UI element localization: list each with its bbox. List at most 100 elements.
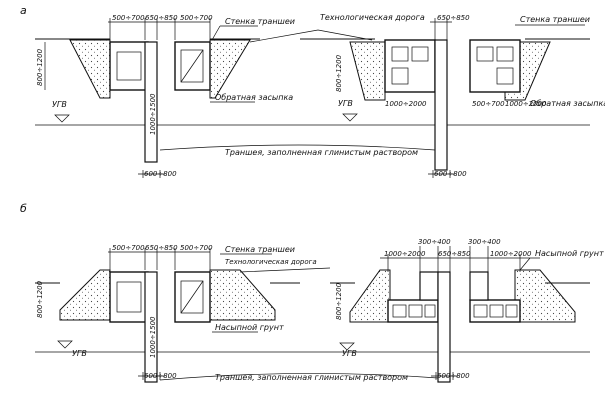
dim-a-right-vert: 800÷1200	[335, 54, 343, 92]
dim-a-left-2: 650÷850	[145, 14, 178, 22]
label-tech-road-b: Технологическая дорога	[225, 258, 317, 266]
label-wall-trench-a: Стенка траншеи	[225, 17, 295, 26]
ugv-triangle-a-left	[54, 114, 70, 123]
cell-a2-1	[391, 46, 409, 62]
dim-b-left-bottom: 600÷800	[144, 372, 177, 380]
block-right-diag-a	[180, 49, 204, 83]
dim-a-right-top: 650÷850	[437, 14, 470, 22]
dim-b-left-1: 500÷700	[112, 244, 145, 252]
block-right-inner-a	[180, 49, 204, 83]
leader-fill-soil-b-right	[519, 257, 531, 271]
dim-a-left-bottom: 600÷800	[144, 170, 177, 178]
block-left-a	[109, 41, 149, 91]
block-right-a	[174, 41, 211, 91]
cell-a2-3	[391, 67, 409, 85]
dim-a-left-1: 500÷700	[112, 14, 145, 22]
dim-a-right-mid-3: 1000÷2000	[505, 100, 547, 108]
slurry-wall-b-left	[144, 271, 158, 383]
ugv-label-a-right: УГВ	[338, 99, 353, 108]
label-fill-soil-b-right: Насыпной грунт	[535, 249, 604, 258]
cell-b2-1	[392, 304, 407, 318]
panel-b-letter: б	[20, 202, 27, 215]
label-tech-road-a: Технологическая дорога	[320, 13, 425, 22]
backfill-right-slope-a	[209, 39, 251, 99]
block-right-top-b2	[469, 271, 489, 301]
label-backfill-a: Обратная засыпка	[215, 93, 293, 102]
cell-a2-2	[411, 46, 429, 62]
dim-a-right-bottom-lines	[428, 170, 455, 178]
dim-b-right-vert: 800÷1200	[335, 282, 343, 320]
block-right-a2	[469, 39, 521, 93]
cell-b2-6	[505, 304, 518, 318]
dim-b-left-3: 500÷700	[180, 244, 213, 252]
dim-b-right-bottom: 600÷800	[437, 372, 470, 380]
panel-a-letter: а	[20, 4, 27, 17]
dim-b-left-vert2: 1000÷1500	[149, 316, 157, 358]
dim-chain-b-left	[108, 248, 211, 270]
dim-b-left-2: 650÷850	[145, 244, 178, 252]
ugv-triangle-b-right	[339, 342, 355, 351]
fill-right-slope-b2	[514, 269, 576, 323]
dim-a-left-vert: 800÷1200	[36, 48, 44, 86]
block-left-inner-a	[116, 51, 142, 81]
block-right-b2	[469, 299, 521, 323]
cell-a2-4	[476, 46, 494, 62]
dim-b-right-3: 650÷850	[438, 250, 471, 258]
label-wall-trench-b: Стенка траншеи	[225, 245, 295, 254]
ugv-label-b-right: УГВ	[342, 349, 357, 358]
dim-chain-a-left	[108, 18, 211, 40]
dim-a-left-3: 500÷700	[180, 14, 213, 22]
slurry-wall-a-right	[434, 39, 448, 171]
slurry-wall-a-left	[144, 41, 158, 163]
cell-b2-5	[489, 304, 504, 318]
fill-left-slope-b2	[349, 269, 391, 323]
dim-chain-b-right	[380, 246, 540, 272]
cell-b2-3	[424, 304, 436, 318]
ugv-triangle-b-left	[57, 340, 73, 349]
backfill-left-slope-a2	[349, 41, 386, 101]
block-left-inner-b	[116, 281, 142, 313]
dim-a-right-mid-1: 1000÷2000	[385, 100, 427, 108]
block-right-inner-b	[180, 280, 204, 314]
ugv-label-a-left: УГВ	[52, 100, 67, 109]
fill-right-slope-b	[209, 269, 276, 321]
fill-left-slope-b	[59, 269, 111, 321]
dim-b-left-vert: 800÷1200	[36, 280, 44, 318]
dim-b-right-2: 300÷400	[418, 238, 451, 246]
cell-a2-5	[496, 46, 514, 62]
leader-wall-trench-a	[211, 25, 258, 41]
dim-b-right-1: 1000÷2000	[384, 250, 426, 258]
dim-a-left-bottom-lines	[138, 170, 165, 178]
dim-a-left-vert2: 1000÷1500	[149, 93, 157, 135]
cell-a2-6	[496, 67, 514, 85]
panel-b: б 500÷700 650÷850 500÷700 800÷1200 1000÷…	[20, 202, 604, 383]
dim-b-right-4: 300÷400	[468, 238, 501, 246]
backfill-left-slope-a	[69, 39, 111, 99]
label-trench-b: Траншея, заполненная глинистым раствором	[215, 373, 408, 382]
dim-b-left-bottom-lines	[138, 372, 165, 380]
block-left-b2	[387, 299, 439, 323]
cell-b2-2	[408, 304, 423, 318]
label-wall-trench-a-right: Стенка траншеи	[520, 15, 590, 24]
label-backfill-a-right: Обратная засыпка	[530, 99, 605, 108]
block-right-diag-b	[180, 280, 204, 314]
block-left-top-b2	[419, 271, 439, 301]
leader-tech-road-b	[239, 267, 331, 273]
dim-a-right-bottom: 600÷800	[434, 170, 467, 178]
ugv-triangle-a-right	[342, 113, 358, 122]
leader-trench-b	[159, 373, 439, 381]
block-right-b	[174, 271, 211, 323]
label-fill-soil-b: Насыпной грунт	[215, 323, 284, 332]
dim-chain-a-right	[430, 18, 452, 40]
leader-trench-a	[159, 144, 436, 151]
panel-a: а 500÷700 650÷850 500÷700 800÷1200 1000÷…	[20, 4, 605, 178]
leader-tech-road-a	[249, 29, 373, 43]
label-trench-a: Траншея, заполненная глинистым раствором	[225, 148, 418, 157]
cell-b2-4	[473, 304, 488, 318]
dim-a-right-mid-2: 500÷700	[472, 100, 505, 108]
ugv-label-b-left: УГВ	[72, 349, 87, 358]
slurry-wall-b-right	[437, 271, 451, 383]
dim-b-right-bottom-lines	[431, 372, 458, 380]
